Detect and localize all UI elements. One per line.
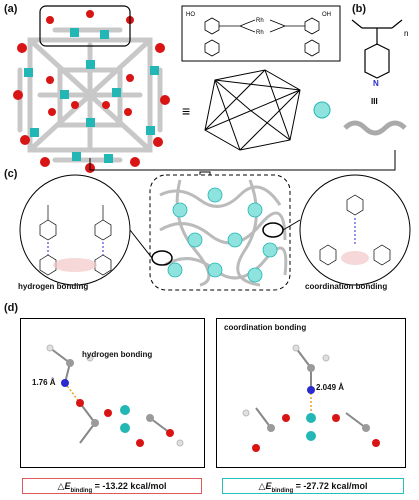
- oh-label-right: OH: [322, 12, 331, 18]
- compound-label-iii: III: [371, 97, 378, 106]
- binding-energy-hydrogen: △Ebinding = -13.22 kcal/mol: [22, 478, 202, 494]
- mof-cage-illustration: [13, 5, 170, 173]
- cage-icons: [167, 187, 278, 283]
- panel-label-c: (c): [4, 168, 18, 180]
- title-hydrogen-bonding: hydrogen bonding: [82, 350, 153, 359]
- rh-atom-bottom: Rh: [256, 30, 264, 36]
- title-coordination-bonding: coordination bonding: [224, 323, 307, 332]
- caption-hydrogen-bonding: hydrogen bonding: [18, 282, 89, 291]
- panel-label-d: (d): [4, 302, 19, 314]
- panel-label-b: (b): [352, 3, 367, 15]
- rh-atom-top: Rh: [256, 18, 264, 24]
- paddlewheel-structure: [204, 17, 320, 57]
- frame-hydrogen-bonding: [20, 318, 205, 468]
- binding-energy-coordination: △Ebinding = -27.72 kcal/mol: [222, 478, 404, 494]
- pyridine-nitrogen: N: [373, 79, 379, 88]
- molecule-coordination-bonding: [242, 344, 380, 452]
- panel-a-figure: Rh Rh HO OH ≡ n N III: [13, 5, 408, 193]
- molecule-hydrogen-bonding: [46, 344, 184, 447]
- polymer-subscript: n: [404, 29, 408, 38]
- cage-icon-small: [313, 101, 331, 119]
- distance-hydrogen-bond: 1.76 Å: [32, 378, 56, 387]
- polymer-structure: [351, 19, 403, 79]
- ho-label-left: HO: [186, 12, 195, 18]
- distance-coordination-bond: 2.049 Å: [316, 383, 345, 392]
- polymer-chain-icon: [343, 120, 407, 136]
- connector-line: [89, 150, 396, 171]
- cuboctahedron-sketch: [204, 69, 301, 151]
- caption-coordination-bonding: coordination bonding: [305, 282, 388, 291]
- panel-label-a: (a): [4, 3, 18, 15]
- panel-c-figure: [19, 174, 411, 291]
- equivalence-symbol: ≡: [182, 103, 190, 119]
